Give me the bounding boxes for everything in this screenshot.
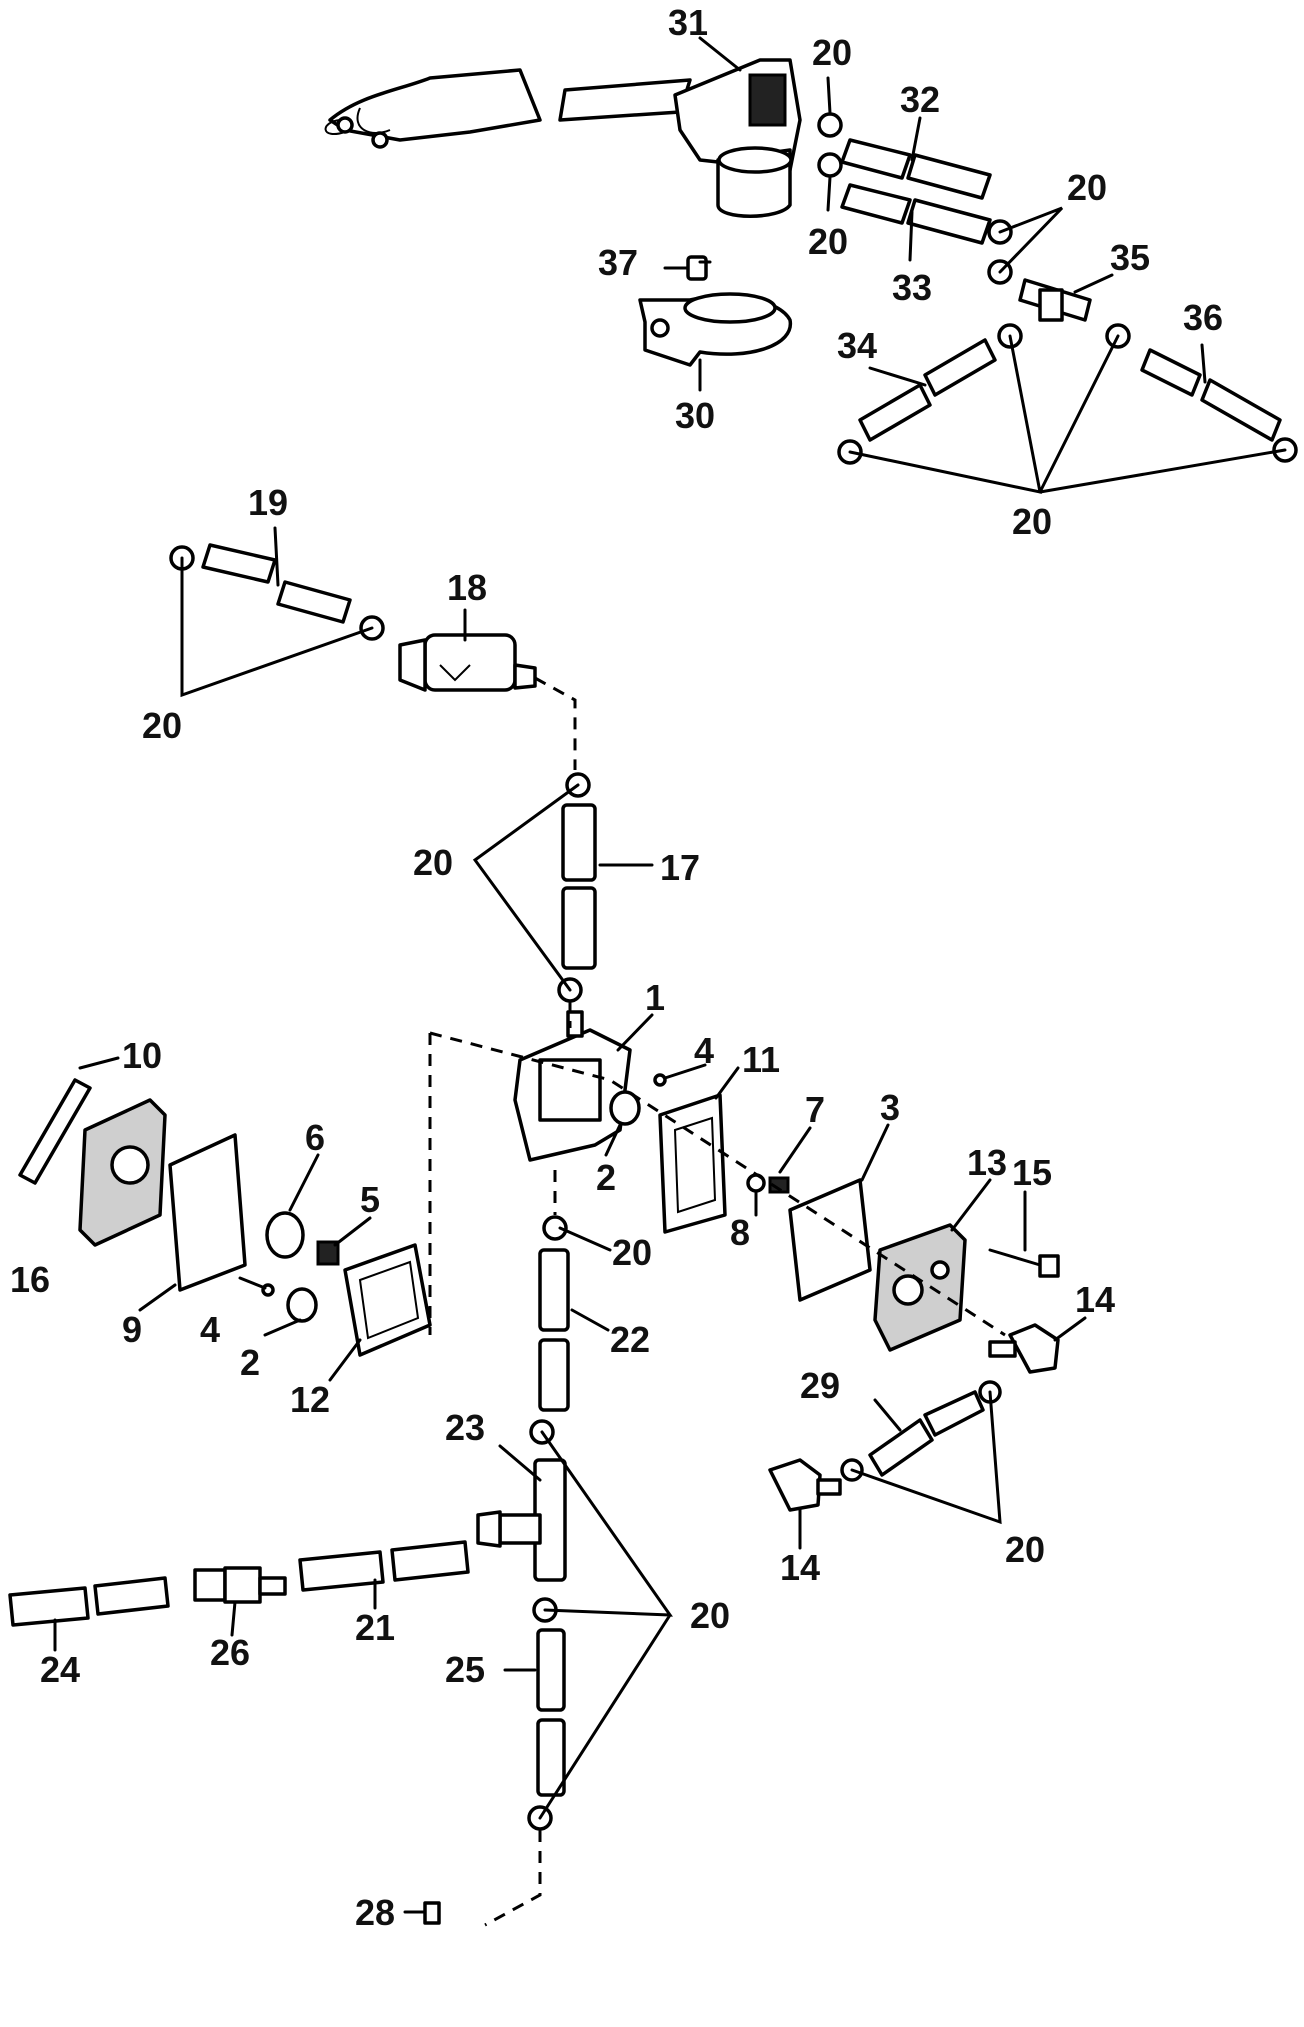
label-35: 35 xyxy=(1110,237,1150,278)
label-11: 11 xyxy=(742,1039,780,1080)
part-15-bolt xyxy=(988,1248,1060,1278)
part-19-hose xyxy=(201,543,352,624)
callout-labels: 31 20 32 20 20 33 37 35 36 34 30 20 19 1… xyxy=(10,2,1223,1933)
label-9: 9 xyxy=(122,1309,142,1350)
label-30: 30 xyxy=(675,395,715,436)
label-14: 14 xyxy=(780,1547,820,1588)
part-37-bolt xyxy=(663,255,708,281)
label-8: 8 xyxy=(730,1212,750,1253)
part-9-diaphragm xyxy=(168,1133,247,1292)
label-20: 20 xyxy=(413,842,453,883)
part-29-hose xyxy=(868,1390,985,1477)
part-3-diaphragm xyxy=(788,1178,872,1302)
label-20: 20 xyxy=(808,221,848,262)
label-20: 20 xyxy=(1067,167,1107,208)
label-13: 13 xyxy=(967,1142,1007,1183)
part-17-hose xyxy=(561,803,597,970)
part-13-pump-cover xyxy=(873,1223,967,1352)
label-19: 19 xyxy=(248,482,288,523)
label-33: 33 xyxy=(892,267,932,308)
part-10-link xyxy=(18,1078,92,1185)
label-7: 7 xyxy=(805,1089,825,1130)
label-15: 15 xyxy=(1012,1152,1052,1193)
part-26-fitting xyxy=(193,1566,287,1604)
label-4: 4 xyxy=(200,1309,220,1350)
part-5-spring xyxy=(316,1240,340,1266)
part-4-screw-upper xyxy=(653,1073,667,1087)
label-32: 32 xyxy=(900,79,940,120)
label-25: 25 xyxy=(445,1649,485,1690)
label-12: 12 xyxy=(290,1379,330,1420)
label-28: 28 xyxy=(355,1892,395,1933)
label-37: 37 xyxy=(598,242,638,283)
label-34: 34 xyxy=(837,325,877,366)
label-23: 23 xyxy=(445,1407,485,1448)
part-34-hose xyxy=(858,338,997,442)
part-33-hose xyxy=(840,183,992,245)
part-32-hose xyxy=(840,138,992,200)
label-20: 20 xyxy=(612,1232,652,1273)
part-22-hose xyxy=(538,1248,570,1412)
label-31: 31 xyxy=(668,2,708,43)
part-2-diaphragm-upper xyxy=(609,1090,641,1126)
part-6-disc xyxy=(265,1211,305,1259)
label-17: 17 xyxy=(660,847,700,888)
label-5: 5 xyxy=(360,1179,380,1220)
label-1: 1 xyxy=(645,977,665,1018)
part-25-hose xyxy=(536,1628,566,1797)
part-12-gasket xyxy=(343,1243,432,1357)
part-14-elbow-lower xyxy=(768,1458,842,1512)
label-20: 20 xyxy=(1005,1529,1045,1570)
label-14: 14 xyxy=(1075,1279,1115,1320)
part-14-elbow-upper xyxy=(988,1323,1060,1374)
label-26: 26 xyxy=(210,1632,250,1673)
label-20: 20 xyxy=(690,1595,730,1636)
part-7-spring xyxy=(768,1176,790,1194)
part-36-hose xyxy=(1140,348,1282,442)
part-18-fuel-filter xyxy=(398,633,537,692)
label-2: 2 xyxy=(596,1157,616,1198)
part-2-diaphragm-lower xyxy=(286,1287,318,1323)
label-10: 10 xyxy=(122,1035,162,1076)
part-20-hose-clamp-22 xyxy=(529,1215,568,1445)
label-29: 29 xyxy=(800,1365,840,1406)
label-3: 3 xyxy=(880,1087,900,1128)
part-21-hose xyxy=(298,1540,470,1592)
part-16-cover xyxy=(78,1098,167,1247)
label-6: 6 xyxy=(305,1117,325,1158)
part-1-pump-body xyxy=(513,1010,632,1162)
part-31-electric-fuel-pump xyxy=(324,58,802,218)
part-23-tee xyxy=(476,1458,567,1582)
label-36: 36 xyxy=(1183,297,1223,338)
label-2: 2 xyxy=(240,1342,260,1383)
label-20: 20 xyxy=(142,705,182,746)
label-4: 4 xyxy=(694,1030,714,1071)
part-35-tee-fitting xyxy=(1018,278,1092,322)
label-24: 24 xyxy=(40,1649,80,1690)
label-16: 16 xyxy=(10,1259,50,1300)
assembly-dashed-lines xyxy=(428,676,1006,1927)
label-22: 22 xyxy=(610,1319,650,1360)
label-20: 20 xyxy=(1012,501,1052,542)
part-30-clamp xyxy=(638,292,792,367)
part-11-gasket xyxy=(658,1093,727,1234)
leader-lines xyxy=(53,36,1287,1820)
part-24-hose xyxy=(8,1576,170,1627)
label-21: 21 xyxy=(355,1607,395,1648)
label-20: 20 xyxy=(812,32,852,73)
label-18: 18 xyxy=(447,567,487,608)
part-28-plug xyxy=(403,1901,441,1925)
